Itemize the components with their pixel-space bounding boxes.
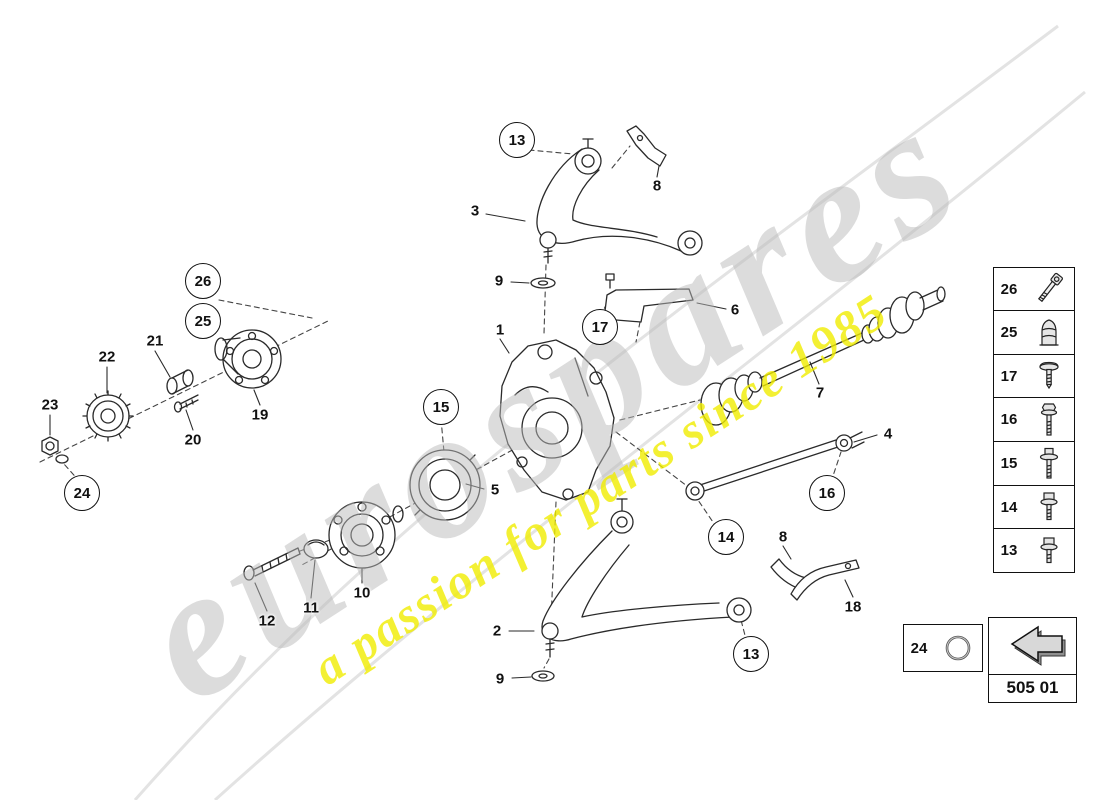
callout-16: 16	[809, 475, 845, 511]
legend-item-number: 24	[910, 639, 928, 657]
callout-13: 13	[733, 636, 769, 672]
callout-3: 3	[470, 202, 480, 220]
wheel-bearing	[409, 449, 481, 521]
back-arrow-icon	[998, 622, 1068, 671]
stud-bolt	[173, 394, 199, 413]
hex-flange-bolt-short-icon	[1024, 531, 1074, 571]
hex-bolt-with-washer-icon	[1024, 444, 1074, 484]
callout-9: 9	[495, 670, 505, 688]
leader-lines	[49, 165, 878, 679]
drive-flange	[214, 329, 282, 389]
toothed-ring	[82, 390, 134, 442]
legend-item-26: 26	[993, 266, 1075, 312]
callout-14: 14	[708, 519, 744, 555]
legend-item-number: 16	[1000, 411, 1018, 429]
legend-item-14: 14	[993, 484, 1075, 530]
callout-20: 20	[184, 431, 202, 449]
rubber-buffer-icon	[1024, 313, 1074, 353]
hex-flange-bolt-icon	[1024, 487, 1074, 527]
washer-lower	[531, 670, 555, 682]
washer-upper	[530, 277, 556, 289]
callout-1: 1	[495, 321, 505, 339]
callout-6: 6	[730, 301, 740, 319]
legend-item-25: 25	[993, 310, 1075, 356]
back-arrow-button[interactable]	[988, 617, 1077, 675]
callout-15: 15	[423, 389, 459, 425]
callout-8: 8	[778, 528, 788, 546]
part-group-code: 505 01	[988, 675, 1077, 703]
retaining-bracket	[790, 559, 860, 601]
legend-item-number: 17	[1000, 367, 1018, 385]
hub-cap	[303, 539, 329, 559]
callout-19: 19	[251, 406, 269, 424]
mounting-bracket-top	[626, 125, 667, 167]
long-hex-bolt-icon	[1024, 400, 1074, 440]
spacer-sleeve	[166, 369, 194, 395]
hex-nut	[41, 436, 59, 456]
callout-10: 10	[353, 584, 371, 602]
callout-4: 4	[883, 425, 893, 443]
callout-9: 9	[494, 272, 504, 290]
pan-head-screw-icon	[1024, 356, 1074, 396]
sensor-bracket	[603, 273, 694, 323]
callout-24: 24	[64, 475, 100, 511]
fastener-legend: 26 25	[993, 266, 1075, 574]
legend-item-number: 15	[1000, 455, 1018, 473]
callout-5: 5	[490, 481, 500, 499]
legend-item-number: 25	[1000, 324, 1018, 342]
callout-25: 25	[185, 303, 221, 339]
callout-18: 18	[844, 598, 862, 616]
hub-bolt	[243, 547, 301, 581]
legend-item-number: 13	[1000, 542, 1018, 560]
o-ring-icon	[934, 628, 982, 668]
socket-head-bolt-icon	[1024, 269, 1074, 309]
legend-item-15: 15	[993, 441, 1075, 487]
seal-legend-box: 24	[903, 624, 983, 672]
legend-item-16: 16	[993, 397, 1075, 443]
callout-11: 11	[303, 599, 319, 617]
nav-box: 505 01	[988, 617, 1077, 703]
callout-8: 8	[652, 177, 662, 195]
toe-control-rod	[685, 431, 865, 501]
o-ring-seal	[55, 454, 69, 464]
callout-7: 7	[815, 384, 825, 402]
callout-12: 12	[258, 612, 276, 630]
callout-17: 17	[582, 309, 618, 345]
wheel-hub	[328, 501, 404, 569]
callout-23: 23	[41, 396, 59, 414]
callout-2: 2	[492, 622, 502, 640]
legend-item-number: 14	[1000, 498, 1018, 516]
wheel-carrier	[499, 339, 615, 501]
upper-control-arm	[536, 138, 703, 264]
legend-item-13: 13	[993, 528, 1075, 574]
drive-shaft	[700, 286, 946, 426]
lower-control-arm	[541, 498, 752, 658]
callout-22: 22	[98, 348, 116, 366]
callout-21: 21	[146, 332, 164, 350]
callout-13: 13	[499, 122, 535, 158]
legend-item-number: 26	[1000, 280, 1018, 298]
callout-26: 26	[185, 263, 221, 299]
legend-item-17: 17	[993, 353, 1075, 399]
